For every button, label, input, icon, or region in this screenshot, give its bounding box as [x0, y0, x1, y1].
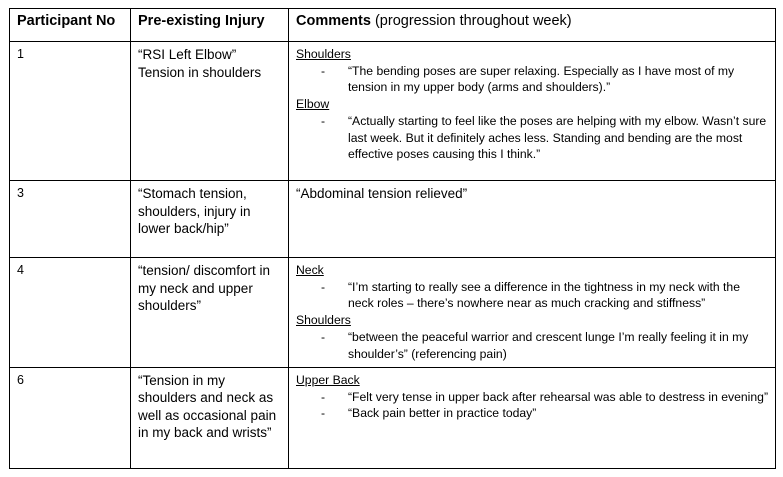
pre-existing-injury-cell: “RSI Left Elbow” Tension in shoulders — [130, 41, 289, 181]
list-item: - “Actually starting to feel like the pos… — [296, 113, 769, 162]
pre-existing-injury-cell: “Stomach tension, shoulders, injury in l… — [130, 180, 289, 258]
comment-text: “The bending poses are super relaxing. E… — [348, 64, 735, 95]
comments-cell: Neck - “I’m starting to really see a diff… — [288, 257, 776, 368]
participant-number: 3 — [17, 186, 24, 200]
comments-cell: Shoulders - “The bending poses are super … — [288, 41, 776, 181]
table-header: Participant No Pre-existing Injury Comme… — [9, 8, 776, 42]
participant-number: 6 — [17, 372, 24, 387]
comment-bullet-list: - “Felt very tense in upper back after re… — [296, 389, 769, 421]
comment-group-heading: Upper Back — [296, 372, 360, 387]
participant-number-cell: 4 — [9, 257, 131, 368]
injury-text-line: “Stomach tension, shoulders, injury in l… — [138, 186, 251, 236]
comment-bullet-list: - “I’m starting to really see a differenc… — [296, 279, 769, 311]
participant-number: 1 — [17, 47, 24, 61]
bullet-dash-icon: - — [321, 64, 326, 78]
comment-group-heading: Elbow — [296, 97, 330, 112]
column-header-comments-subtitle: (progression throughout week) — [370, 13, 572, 29]
bullet-dash-icon: - — [321, 114, 326, 129]
table-body: 1 “RSI Left Elbow” Tension in shoulders … — [9, 41, 776, 469]
comments-cell: “Abdominal tension relieved” — [288, 180, 776, 258]
comment-text: “I’m starting to really see a difference… — [348, 280, 740, 311]
comment-bullet-list: - “between the peaceful warrior and cresc… — [296, 329, 769, 361]
comments-cell: Upper Back - “Felt very tense in upper ba… — [288, 366, 776, 469]
column-header-comments-label: Comments — [296, 13, 371, 29]
table-row: 3 “Stomach tension, shoulders, injury in… — [9, 180, 776, 258]
injury-text-line: Tension in shoulders — [138, 64, 262, 80]
comment-text: “Back pain better in practice today” — [348, 406, 537, 421]
comment-text: “between the peaceful warrior and cresce… — [348, 330, 749, 361]
list-item: - “Back pain better in practice today” — [296, 405, 769, 421]
list-item: - “I’m starting to really see a differenc… — [296, 279, 769, 311]
bullet-dash-icon: - — [321, 389, 326, 404]
comment-text: “Abdominal tension relieved” — [296, 186, 468, 201]
comment-group-heading: Shoulders — [296, 313, 351, 328]
comment-bullet-list: - “Actually starting to feel like the pos… — [296, 113, 769, 162]
list-item: - “The bending poses are super relaxing. … — [296, 63, 769, 95]
participant-number-cell: 1 — [9, 41, 131, 181]
injury-text-line: “tension/ discomfort in my neck and uppe… — [138, 263, 271, 313]
column-header-pre-existing-injury: Pre-existing Injury — [130, 8, 289, 42]
participant-number-cell: 6 — [9, 366, 131, 469]
column-header-comments: Comments (progression throughout week) — [288, 8, 776, 42]
comment-text: “Felt very tense in upper back after reh… — [348, 389, 769, 404]
participant-number: 4 — [17, 263, 24, 277]
column-header-pre-existing-injury-label: Pre-existing Injury — [138, 13, 265, 29]
participant-comments-table: Participant No Pre-existing Injury Comme… — [9, 8, 776, 469]
participant-number-cell: 3 — [9, 180, 131, 258]
comment-group-heading: Shoulders — [296, 47, 351, 61]
list-item: - “between the peaceful warrior and cresc… — [296, 329, 769, 361]
pre-existing-injury-cell: “tension/ discomfort in my neck and uppe… — [130, 257, 289, 368]
comment-text: “Actually starting to feel like the pose… — [348, 114, 767, 161]
table-row: 6 “Tension in my shoulders and neck as w… — [9, 366, 776, 469]
comment-group-heading: Neck — [296, 263, 324, 277]
table-row: 1 “RSI Left Elbow” Tension in shoulders … — [9, 41, 776, 181]
table-header-row: Participant No Pre-existing Injury Comme… — [9, 8, 776, 42]
column-header-participant-no-label: Participant No — [17, 13, 116, 29]
bullet-dash-icon: - — [321, 330, 326, 345]
table-row: 4 “tension/ discomfort in my neck and up… — [9, 257, 776, 368]
list-item: - “Felt very tense in upper back after re… — [296, 389, 769, 405]
comment-bullet-list: - “The bending poses are super relaxing. … — [296, 63, 769, 95]
column-header-participant-no: Participant No — [9, 8, 131, 42]
injury-text-line: “Tension in my shoulders and neck as wel… — [138, 372, 277, 441]
injury-text-line: “RSI Left Elbow” — [138, 47, 237, 62]
bullet-dash-icon: - — [321, 406, 326, 421]
pre-existing-injury-cell: “Tension in my shoulders and neck as wel… — [130, 366, 289, 469]
bullet-dash-icon: - — [321, 280, 326, 294]
